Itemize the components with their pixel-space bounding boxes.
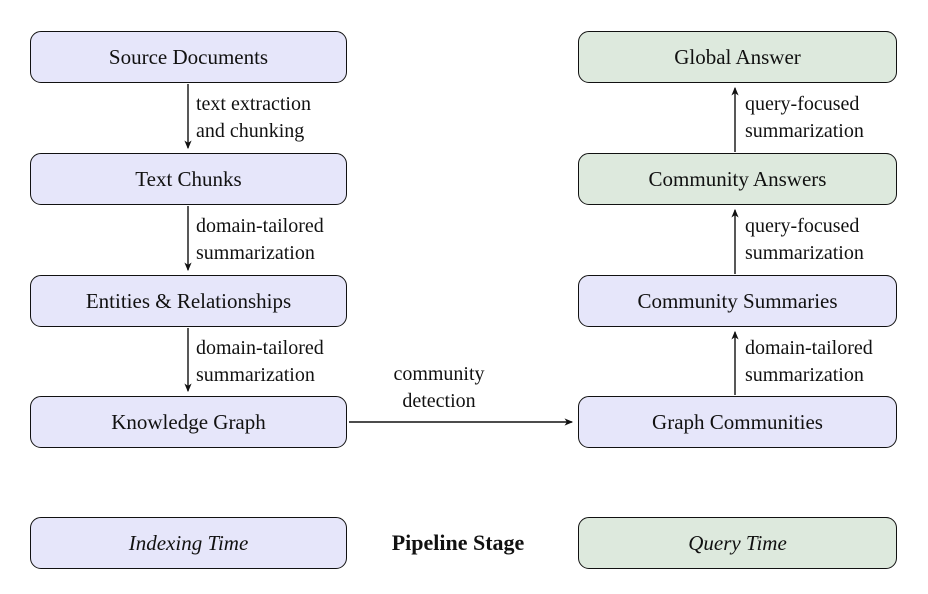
edge-label-query-summarization-2: query-focused summarization <box>745 215 864 264</box>
edge-label-text-extraction: text extraction and chunking <box>196 93 311 142</box>
node-global-answer: Global Answer <box>578 31 897 83</box>
node-community-summaries: Community Summaries <box>578 275 897 327</box>
node-community-answers: Community Answers <box>578 153 897 205</box>
legend-pipeline-stage: Pipeline Stage <box>391 530 525 555</box>
node-source-documents: Source Documents <box>30 31 347 83</box>
edge-label-domain-summarization-3: domain-tailored summarization <box>745 337 873 386</box>
edge-label-community-detection: community detection <box>393 363 485 412</box>
legend-indexing-time: Indexing Time <box>30 517 347 569</box>
node-graph-communities: Graph Communities <box>578 396 897 448</box>
legend-query-time: Query Time <box>578 517 897 569</box>
edge-label-query-summarization-1: query-focused summarization <box>745 93 864 142</box>
node-text-chunks: Text Chunks <box>30 153 347 205</box>
node-entities-relationships: Entities & Relationships <box>30 275 347 327</box>
edge-label-domain-summarization-2: domain-tailored summarization <box>196 337 324 386</box>
node-knowledge-graph: Knowledge Graph <box>30 396 347 448</box>
edge-label-domain-summarization-1: domain-tailored summarization <box>196 215 324 264</box>
